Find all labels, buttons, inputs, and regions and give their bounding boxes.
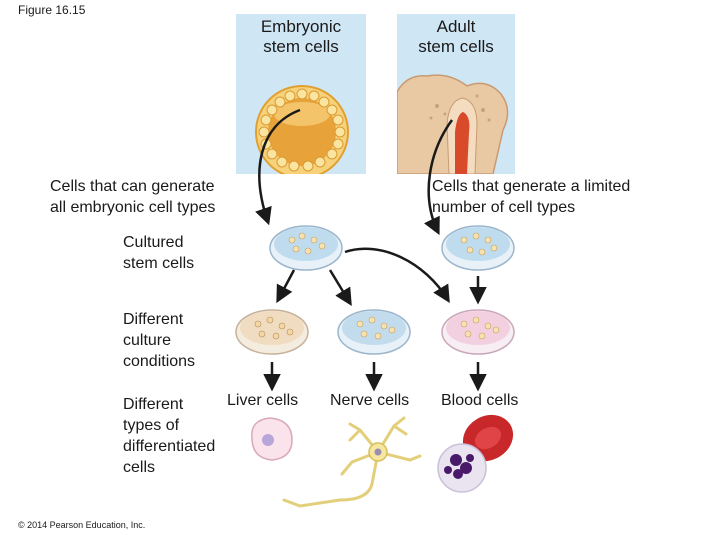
neuron-illustration [282, 416, 422, 508]
embryonic-panel-title: Embryonic stem cells [260, 17, 342, 56]
figure-label: Figure 16.15 [18, 3, 86, 17]
blood-cells-label: Blood cells [441, 392, 519, 409]
differentiated-cells-label: Different types of differentiated cells [123, 396, 216, 476]
embryonic-potential-label: Cells that can generate all embryonic ce… [50, 178, 216, 216]
arrow-culture-to-liver-dish [276, 269, 296, 304]
culture-conditions-label: Different culture conditions [123, 311, 196, 370]
bone-illustration [397, 74, 509, 174]
adult-panel: Adult stem cells [397, 14, 515, 174]
cultured-dish-adult [441, 225, 515, 271]
arrow-culture-to-nerve-dish [328, 269, 352, 306]
liver-cells-label: Liver cells [227, 392, 299, 409]
blood-cells-illustration [437, 414, 514, 493]
nerve-cells-label: Nerve cells [330, 392, 410, 409]
copyright-notice: © 2014 Pearson Education, Inc. [18, 520, 146, 530]
adult-potential-label: Cells that generate a limited number of … [432, 178, 631, 216]
culture-dish-blood [441, 309, 515, 355]
embryonic-panel: Embryonic stem cells [236, 14, 366, 174]
blastocyst-illustration [255, 85, 349, 174]
cultured-stem-cells-label: Cultured stem cells [123, 234, 195, 272]
liver-cell-illustration [251, 417, 293, 461]
culture-dish-liver [235, 309, 309, 355]
arrow-culture-to-blood-dish [344, 247, 450, 303]
adult-panel-title: Adult stem cells [418, 17, 494, 56]
cultured-dish-embryonic [269, 225, 343, 271]
culture-dish-nerve [337, 309, 411, 355]
arrow-embryonic-to-culture [255, 108, 301, 226]
arrow-adult-to-culture [424, 119, 454, 236]
